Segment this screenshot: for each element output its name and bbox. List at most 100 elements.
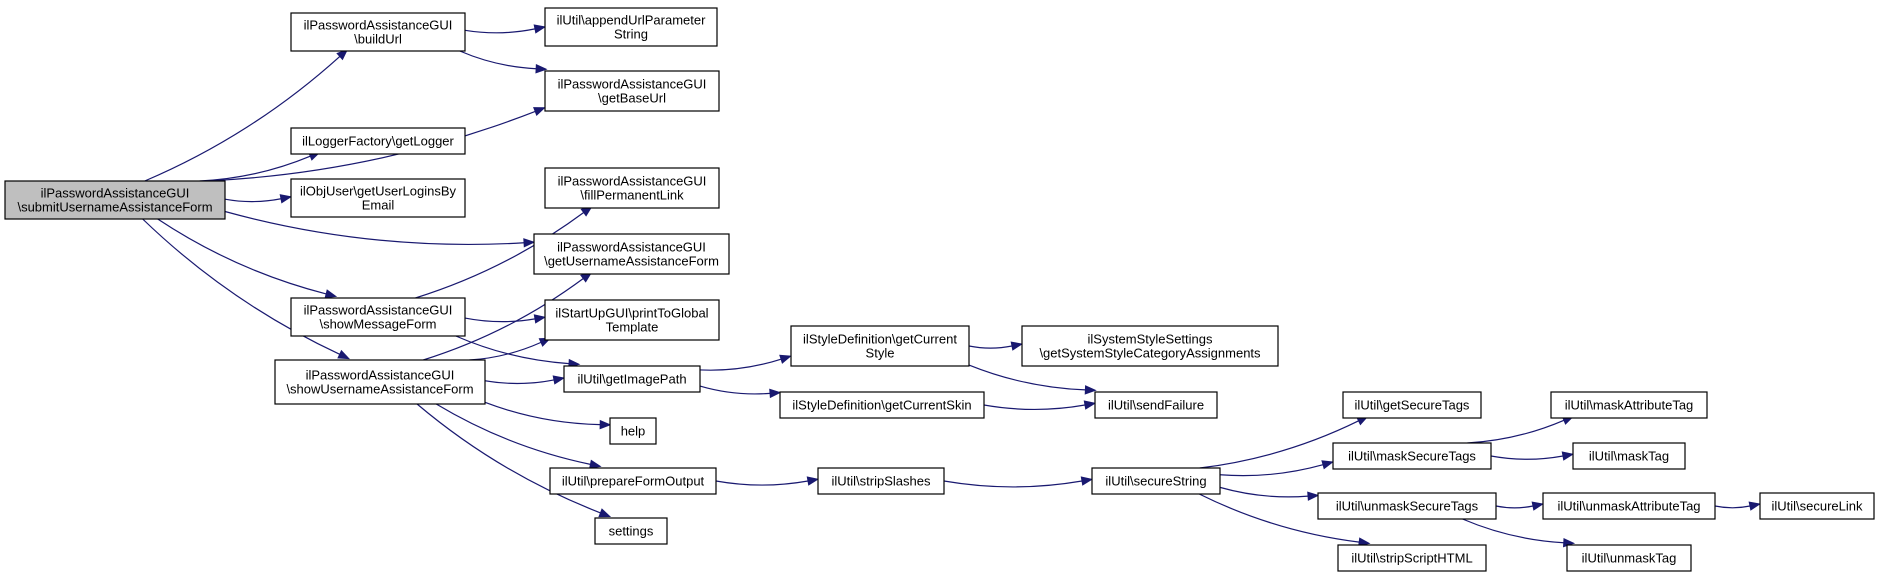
node-help[interactable]: help xyxy=(609,417,657,445)
edge-root-to-getBaseUrl xyxy=(205,107,546,182)
edge-line xyxy=(144,55,341,182)
node-box xyxy=(779,391,985,419)
node-sendFailure[interactable]: ilUtil\sendFailure xyxy=(1094,391,1218,419)
edge-line xyxy=(1219,464,1324,477)
edge-line xyxy=(1495,505,1534,509)
edge-line xyxy=(157,218,327,295)
edge-root-to-showMessageForm xyxy=(157,218,338,299)
node-settings[interactable]: settings xyxy=(594,517,668,545)
edge-line xyxy=(1199,420,1359,469)
edge-maskSecureTags-to-maskTag xyxy=(1490,451,1575,461)
node-label: ilPasswordAssistanceGUI xyxy=(306,368,455,383)
arrowhead-icon xyxy=(1083,400,1097,410)
node-maskAttributeTag[interactable]: ilUtil\maskAttributeTag xyxy=(1550,391,1708,419)
node-box xyxy=(1759,492,1875,520)
node-label: ilUtil\unmaskAttributeTag xyxy=(1557,499,1700,514)
node-label: Style xyxy=(866,346,895,361)
node-label: ilUtil\stripScriptHTML xyxy=(1351,551,1472,566)
node-label: ilPasswordAssistanceGUI xyxy=(558,174,707,189)
node-getUsernameForm[interactable]: ilPasswordAssistanceGUI\getUsernameAssis… xyxy=(533,233,730,275)
edge-showUsernameForm-to-printToGlobal xyxy=(469,337,552,361)
edge-getImagePath-to-getCurrentStyle xyxy=(699,354,792,371)
edge-line xyxy=(416,403,601,514)
node-getSecureTags[interactable]: ilUtil\getSecureTags xyxy=(1342,391,1482,419)
node-getCurrentSkin[interactable]: ilStyleDefinition\getCurrentSkin xyxy=(779,391,985,419)
node-getSysStyle[interactable]: ilSystemStyleSettings\getSystemStyleCate… xyxy=(1021,325,1279,367)
arrowhead-icon xyxy=(1561,451,1575,461)
node-showMessageForm[interactable]: ilPasswordAssistanceGUI\showMessageForm xyxy=(290,297,466,337)
node-box xyxy=(549,467,717,495)
edge-line xyxy=(1467,419,1565,444)
node-label: ilPasswordAssistanceGUI xyxy=(304,18,453,33)
edge-showUsernameForm-to-settings xyxy=(416,403,612,518)
edge-line xyxy=(224,198,282,203)
node-label: \getUsernameAssistanceForm xyxy=(544,254,719,269)
node-box xyxy=(533,233,730,275)
node-showUsernameForm[interactable]: ilPasswordAssistanceGUI\showUsernameAssi… xyxy=(274,359,486,405)
node-maskSecureTags[interactable]: ilUtil\maskSecureTags xyxy=(1332,442,1492,470)
arrowhead-icon xyxy=(769,388,782,399)
arrowhead-icon xyxy=(598,508,612,518)
edge-stripSlashes-to-secureString xyxy=(943,476,1094,488)
node-box xyxy=(544,70,720,112)
node-stripScriptHTML[interactable]: ilUtil\stripScriptHTML xyxy=(1337,544,1487,572)
node-unmaskSecureTags[interactable]: ilUtil\unmaskSecureTags xyxy=(1317,492,1497,520)
edge-line xyxy=(224,210,525,246)
edge-line xyxy=(435,403,591,465)
node-secureLink[interactable]: ilUtil\secureLink xyxy=(1759,492,1875,520)
node-label: ilSystemStyleSettings xyxy=(1088,332,1213,347)
node-box xyxy=(1091,467,1221,495)
node-box xyxy=(544,167,720,209)
node-box xyxy=(544,7,718,47)
call-nodes: ilPasswordAssistanceGUI\submitUsernameAs… xyxy=(4,7,1875,572)
edge-root-to-buildUrl xyxy=(144,48,349,182)
edge-line xyxy=(415,212,585,299)
edge-showMessageForm-to-printToGlobal xyxy=(464,314,547,324)
arrowhead-icon xyxy=(1010,341,1024,351)
arrowhead-icon xyxy=(324,289,338,299)
node-label: ilUtil\maskSecureTags xyxy=(1348,449,1476,464)
node-label: ilPasswordAssistanceGUI xyxy=(41,186,190,201)
edge-buildUrl-to-appendUrl xyxy=(464,24,547,34)
node-secureString[interactable]: ilUtil\secureString xyxy=(1091,467,1221,495)
node-root[interactable]: ilPasswordAssistanceGUI\submitUsernameAs… xyxy=(4,180,226,220)
arrowhead-icon xyxy=(1531,501,1545,511)
node-getImagePath[interactable]: ilUtil\getImagePath xyxy=(563,365,701,393)
node-unmaskAttributeTag[interactable]: ilUtil\unmaskAttributeTag xyxy=(1542,492,1716,520)
edge-line xyxy=(699,385,771,395)
node-fillPermanentLink[interactable]: ilPasswordAssistanceGUI\fillPermanentLin… xyxy=(544,167,720,209)
node-box xyxy=(1337,544,1487,572)
edge-line xyxy=(1714,505,1751,509)
edge-root-to-showUsernameForm xyxy=(142,218,351,360)
node-getBaseUrl[interactable]: ilPasswordAssistanceGUI\getBaseUrl xyxy=(544,70,720,112)
node-box xyxy=(274,359,486,405)
node-stripSlashes[interactable]: ilUtil\stripSlashes xyxy=(817,467,945,495)
node-buildUrl[interactable]: ilPasswordAssistanceGUI\buildUrl xyxy=(290,12,466,52)
edge-line xyxy=(142,218,340,355)
node-prepareFormOutput[interactable]: ilUtil\prepareFormOutput xyxy=(549,467,717,495)
edge-secureString-to-unmaskSecureTags xyxy=(1219,486,1320,501)
arrowhead-icon xyxy=(523,238,536,248)
arrowhead-icon xyxy=(806,476,820,486)
node-label: \fillPermanentLink xyxy=(580,188,684,203)
edge-showUsernameForm-to-getImagePath xyxy=(484,375,566,385)
edge-line xyxy=(1198,493,1360,543)
edge-line xyxy=(1462,518,1564,544)
edge-maskSecureTags-to-maskAttributeTag xyxy=(1467,415,1575,444)
node-maskTag[interactable]: ilUtil\maskTag xyxy=(1572,442,1686,470)
edge-prepareFormOutput-to-stripSlashes xyxy=(715,476,820,486)
node-label: ilUtil\stripSlashes xyxy=(832,474,931,489)
node-label: \showUsernameAssistanceForm xyxy=(286,382,473,397)
node-unmaskTag[interactable]: ilUtil\unmaskTag xyxy=(1566,544,1692,572)
edge-line xyxy=(968,345,1013,349)
node-box xyxy=(817,467,945,495)
node-box xyxy=(790,325,970,367)
node-box xyxy=(563,365,701,393)
node-box xyxy=(1094,391,1218,419)
node-box xyxy=(1332,442,1492,470)
node-getLogger[interactable]: ilLoggerFactory\getLogger xyxy=(290,127,466,155)
